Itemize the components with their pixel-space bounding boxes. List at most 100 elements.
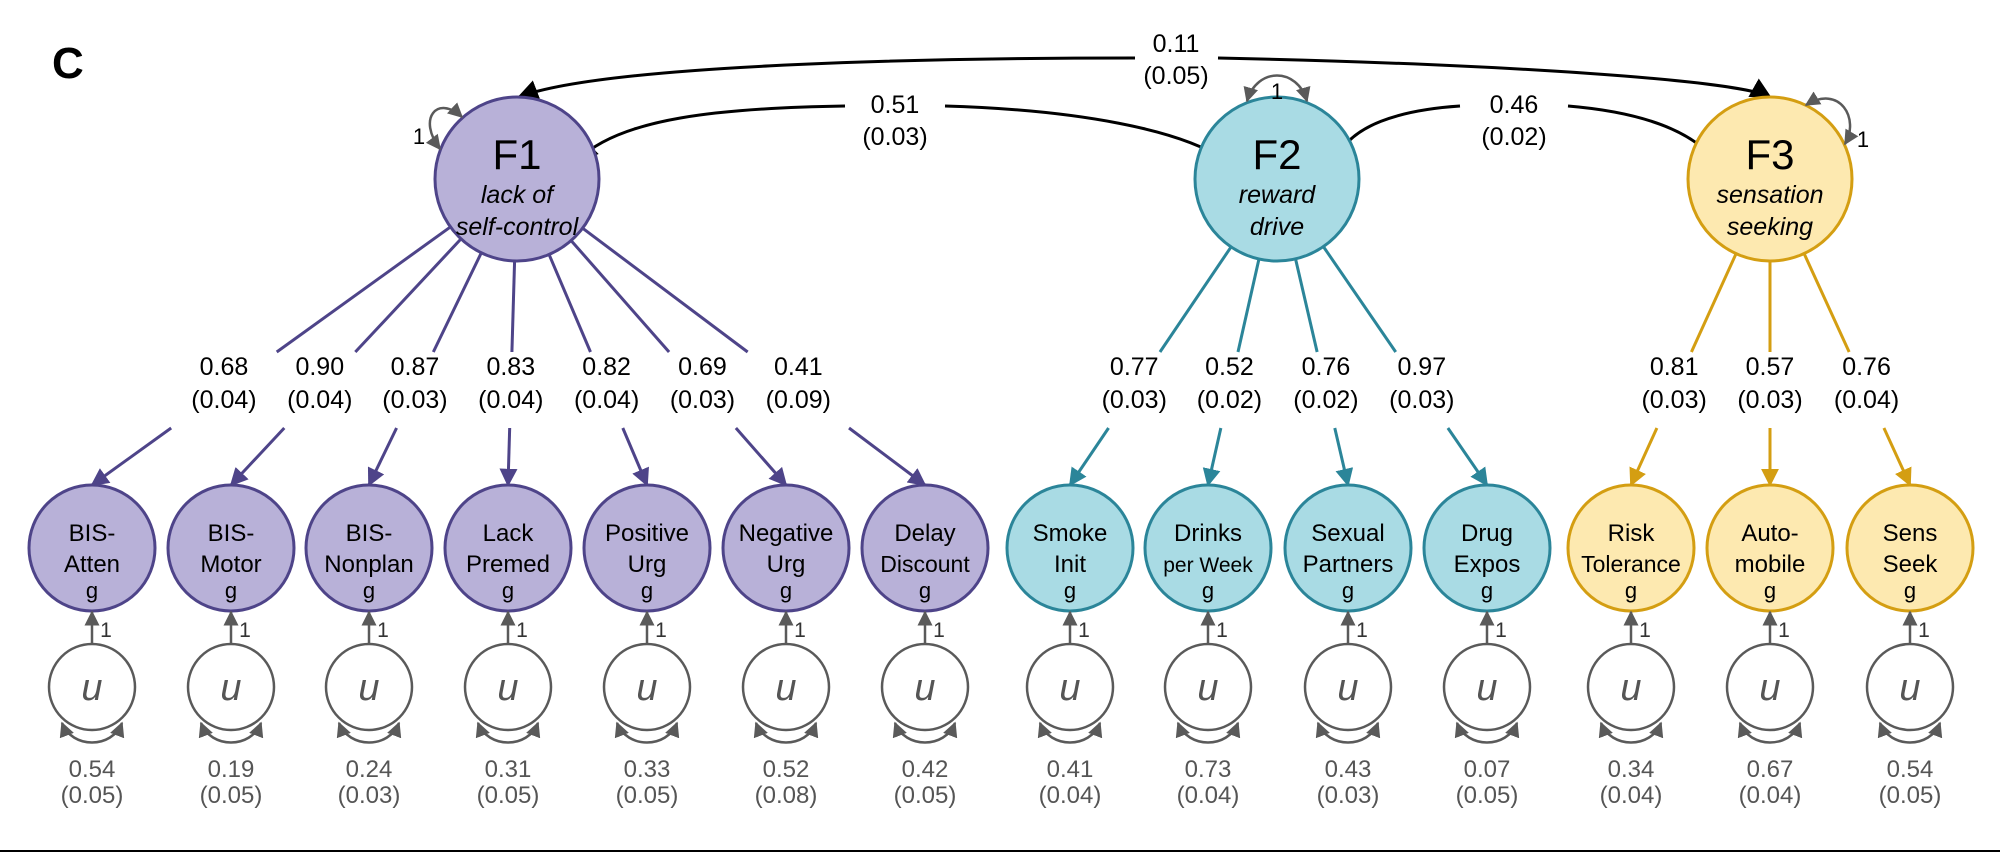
loading-se: (0.04) bbox=[574, 386, 639, 414]
indicator-label: Auto- bbox=[1741, 520, 1798, 547]
covariance-f2-f3: 0.46 (0.02) bbox=[1333, 91, 1717, 162]
residual-node: 1u0.24(0.03) bbox=[324, 610, 414, 809]
residual-label: u bbox=[1476, 667, 1497, 709]
indicator-label: per Week bbox=[1163, 554, 1253, 577]
residual-node: 1u0.31(0.05) bbox=[463, 610, 553, 809]
residual-variance-se: (0.04) bbox=[1600, 782, 1663, 809]
residual-variance: 0.31 bbox=[485, 756, 532, 783]
variance-loop bbox=[425, 102, 464, 151]
loading-arrow bbox=[1068, 427, 1110, 487]
loading-estimate: 0.97 bbox=[1397, 353, 1446, 381]
residual-variance-se: (0.03) bbox=[1317, 782, 1380, 809]
residual-node: 1u0.54(0.05) bbox=[47, 610, 137, 809]
loading-se: (0.04) bbox=[478, 386, 543, 414]
loading-arrow bbox=[229, 426, 286, 487]
factor-subtitle: lack of bbox=[481, 181, 556, 209]
residual-variance: 0.43 bbox=[1325, 756, 1372, 783]
loading-arrow bbox=[1882, 427, 1912, 487]
residual-path-label: 1 bbox=[794, 619, 806, 642]
residual-variance-se: (0.05) bbox=[616, 782, 679, 809]
factor-variance: 1 bbox=[1271, 79, 1283, 104]
residual-node: 1u0.43(0.03) bbox=[1303, 610, 1393, 809]
covariance-estimate: 0.11 bbox=[1153, 30, 1200, 58]
loading-estimate: 0.90 bbox=[295, 353, 344, 381]
loading-arrow bbox=[499, 427, 518, 487]
covariance-estimate: 0.46 bbox=[1490, 91, 1539, 119]
loading-path: 0.82(0.04) bbox=[547, 253, 649, 487]
residual-path-label: 1 bbox=[1639, 619, 1651, 642]
residual-label: u bbox=[1759, 667, 1780, 709]
loading-se: (0.04) bbox=[191, 386, 256, 414]
loading-path: 0.76(0.04) bbox=[1802, 252, 1912, 487]
variance-loop bbox=[1804, 91, 1859, 146]
loading-se: (0.02) bbox=[1293, 386, 1358, 414]
residual-path-label: 1 bbox=[516, 619, 528, 642]
residual-variance-loop bbox=[1315, 721, 1381, 744]
indicator-suffix: g bbox=[502, 578, 514, 603]
residual-label: u bbox=[636, 667, 657, 709]
residual-variance-se: (0.05) bbox=[61, 782, 124, 809]
loading-arrow bbox=[1202, 427, 1223, 487]
residual-path-label: 1 bbox=[1918, 619, 1930, 642]
loading-arrow bbox=[734, 427, 788, 487]
residual-label: u bbox=[220, 667, 241, 709]
residual-variance: 0.07 bbox=[1464, 756, 1511, 783]
indicator-suffix: g bbox=[225, 578, 237, 603]
indicator-label: mobile bbox=[1735, 551, 1806, 578]
residual-variance-loop bbox=[614, 721, 680, 744]
residual-node: 1u0.73(0.04) bbox=[1163, 610, 1253, 809]
covariance-se: (0.05) bbox=[1143, 62, 1208, 90]
residual-node: 1u0.34(0.04) bbox=[1586, 610, 1676, 809]
residual-variance-se: (0.04) bbox=[1739, 782, 1802, 809]
factor-subtitle: drive bbox=[1250, 213, 1304, 241]
residual-variance-se: (0.04) bbox=[1177, 782, 1240, 809]
loading-se: (0.03) bbox=[1102, 386, 1167, 414]
indicator-label: Drinks bbox=[1174, 520, 1242, 547]
loading-arrow bbox=[848, 426, 927, 487]
residual-variance: 0.73 bbox=[1185, 756, 1232, 783]
loading-estimate: 0.52 bbox=[1205, 353, 1254, 381]
loading-line-upper bbox=[1158, 246, 1233, 353]
indicator-label: Seek bbox=[1883, 551, 1939, 578]
residual-label: u bbox=[1620, 667, 1641, 709]
residual-variance-loop bbox=[892, 721, 958, 744]
residual-variance: 0.52 bbox=[763, 756, 810, 783]
loading-path: 0.41(0.09) bbox=[581, 226, 927, 487]
indicator-label: Positive bbox=[605, 520, 689, 547]
indicator-label: Premed bbox=[466, 551, 550, 578]
loading-estimate: 0.68 bbox=[200, 353, 249, 381]
indicator-label: Lack bbox=[483, 520, 535, 547]
residual-label: u bbox=[1899, 667, 1920, 709]
loading-se: (0.03) bbox=[670, 386, 735, 414]
loading-estimate: 0.76 bbox=[1302, 353, 1351, 381]
indicator-label: BIS- bbox=[208, 520, 255, 547]
indicator-label: Delay bbox=[894, 520, 955, 547]
indicator-label: Init bbox=[1054, 551, 1086, 578]
loading-estimate: 0.87 bbox=[391, 353, 440, 381]
loading-line-upper bbox=[275, 225, 452, 354]
residual-variance: 0.33 bbox=[624, 756, 671, 783]
indicator-label: Expos bbox=[1454, 551, 1521, 578]
residual-node: 1u0.42(0.05) bbox=[880, 610, 970, 809]
indicator-label: Nonplan bbox=[324, 551, 413, 578]
loading-se: (0.04) bbox=[287, 386, 352, 414]
residual-variance-se: (0.05) bbox=[894, 782, 957, 809]
loading-line-upper bbox=[1322, 245, 1397, 353]
residual-path-label: 1 bbox=[655, 619, 667, 642]
indicator-suffix: g bbox=[1904, 578, 1916, 603]
loading-arrow bbox=[367, 427, 398, 487]
residual-node: 1u0.07(0.05) bbox=[1442, 610, 1532, 809]
loading-line-upper bbox=[431, 252, 483, 353]
residual-node: 1u0.52(0.08) bbox=[741, 610, 831, 809]
residual-label: u bbox=[81, 667, 102, 709]
residual-variance-se: (0.03) bbox=[338, 782, 401, 809]
indicator-suffix: g bbox=[1764, 578, 1776, 603]
loading-se: (0.04) bbox=[1834, 386, 1899, 414]
